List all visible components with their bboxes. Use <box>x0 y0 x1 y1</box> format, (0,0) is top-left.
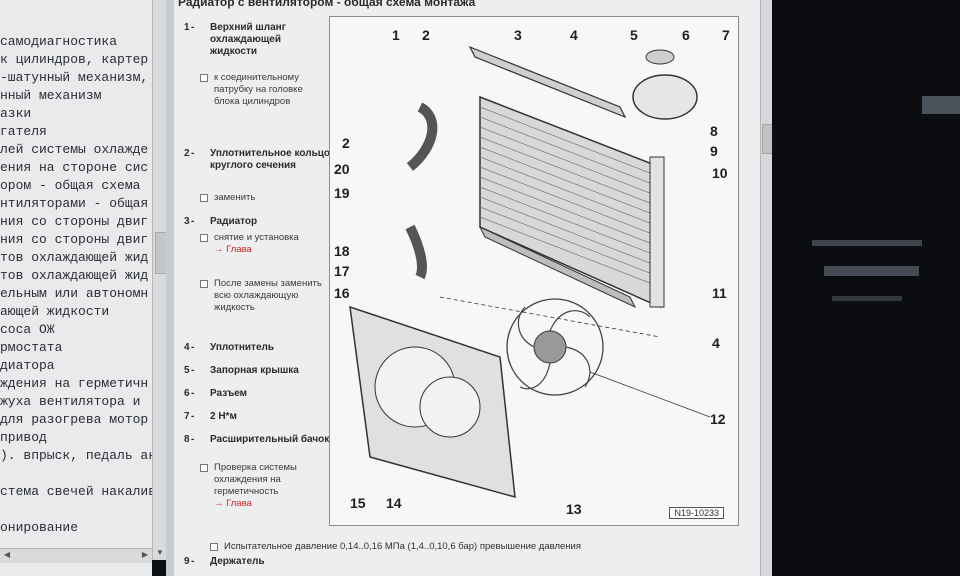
callout-label: 4 <box>712 335 720 351</box>
light-reflection <box>812 240 922 246</box>
left-text-pane[interactable]: самодиагностика к цилиндров, картер -шатун… <box>0 0 152 576</box>
light-reflection <box>832 296 902 301</box>
callout-label: 6 <box>682 27 690 43</box>
legend-sub: заменить <box>200 192 324 204</box>
pane-splitter[interactable] <box>166 0 174 576</box>
page-title: Радиатор с вентилятором - общая схема мо… <box>178 0 476 9</box>
left-text-line: лей системы охлажде <box>0 142 149 157</box>
left-text-line: ждения на герметичн <box>0 376 149 391</box>
left-text-line: азки <box>0 106 32 121</box>
chapter-link[interactable]: → Глава <box>214 244 252 255</box>
callout-label: 4 <box>570 27 578 43</box>
callout-label: 8 <box>710 123 718 139</box>
figure-id: N19-10233 <box>669 507 724 519</box>
left-text-line: онирование <box>0 520 79 535</box>
callout-label: 3 <box>514 27 522 43</box>
left-text-line: жуха вентилятора и <box>0 394 141 409</box>
left-horizontal-scrollbar[interactable]: ◀ ▶ <box>0 548 152 563</box>
callout-label: 17 <box>334 263 350 279</box>
left-text-line: нный механизм <box>0 88 102 103</box>
callout-label: 10 <box>712 165 728 181</box>
callout-label: 14 <box>386 495 402 511</box>
legend-sub: снятие и установка→ Глава <box>200 232 324 256</box>
callout-label: 16 <box>334 285 350 301</box>
callout-label: 11 <box>712 285 727 301</box>
left-vertical-scrollbar[interactable]: ▼ <box>152 0 167 560</box>
legend-title: Радиатор <box>210 216 258 227</box>
callout-label: 7 <box>722 27 730 43</box>
scroll-left-arrow-icon[interactable]: ◀ <box>3 550 11 559</box>
callout-label: 12 <box>710 411 726 427</box>
left-text-line: самодиагностика <box>0 34 118 49</box>
callout-label: 2 <box>422 27 430 43</box>
legend-title: Верхний шланг охлаждающей жидкости <box>210 22 286 57</box>
legend-number: 1 <box>184 22 190 33</box>
light-reflection <box>922 96 960 114</box>
document-pane: Радиатор с вентилятором - общая схема мо… <box>174 0 772 576</box>
pressure-note: Испытательное давление 0,14..0,16 МПа (1… <box>210 541 581 552</box>
callout-label: 9 <box>710 143 718 159</box>
left-text-line: ельным или автономн <box>0 286 149 301</box>
left-text-line: привод <box>0 430 47 445</box>
callout-label: 1 <box>392 27 400 43</box>
left-text-line: ения на стороне сис <box>0 160 149 175</box>
scroll-down-arrow-icon[interactable]: ▼ <box>156 548 164 557</box>
legend-title: Уплотнительное кольцо круглого сечения <box>210 148 330 171</box>
left-text-line: ором - общая схема <box>0 178 141 193</box>
monitor-bezel <box>772 0 960 576</box>
diagram-drawing <box>349 45 711 499</box>
left-text-line: ния со стороны двиг <box>0 214 149 229</box>
left-text-line: ). впрыск, педаль ак <box>0 448 152 463</box>
callout-label: 15 <box>350 495 366 511</box>
callout-label: 5 <box>630 27 638 43</box>
left-text-line: ния со стороны двиг <box>0 232 149 247</box>
left-text-line: ающей жидкости <box>0 304 110 319</box>
legend-sub: к соединительному патрубку на головке бл… <box>200 72 324 108</box>
callout-label: 20 <box>334 161 350 177</box>
light-reflection <box>824 266 919 276</box>
left-text-line: диатора <box>0 358 55 373</box>
callout-label: 19 <box>334 185 350 201</box>
left-text-line: к цилиндров, картер <box>0 52 149 67</box>
left-text-line: -шатунный механизм, <box>0 70 149 85</box>
left-text-line: для разогрева мотор <box>0 412 149 427</box>
left-text-line: соса ОЖ <box>0 322 55 337</box>
callout-label: 18 <box>334 243 350 259</box>
left-text-line: гателя <box>0 124 47 139</box>
callout-label: 13 <box>566 501 582 517</box>
left-text-line: тов охлаждающей жид <box>0 268 149 283</box>
left-text-line: тов охлаждающей жид <box>0 250 149 265</box>
legend-sub: Проверка системы охлаждения на герметичн… <box>200 462 324 510</box>
callout-label: 2 <box>342 135 350 151</box>
left-text-line: рмостата <box>0 340 63 355</box>
chapter-link[interactable]: → Глава <box>214 498 252 509</box>
radiator-diagram: 1 2 3 4 5 6 7 8 9 10 2 20 19 18 17 16 11… <box>329 16 739 526</box>
legend-sub: После замены заменить всю охлаждающую жи… <box>200 278 324 314</box>
left-text-line: стема свечей накалив <box>0 484 152 499</box>
scroll-right-arrow-icon[interactable]: ▶ <box>141 550 149 559</box>
left-text-line: нтиляторами - общая <box>0 196 149 211</box>
